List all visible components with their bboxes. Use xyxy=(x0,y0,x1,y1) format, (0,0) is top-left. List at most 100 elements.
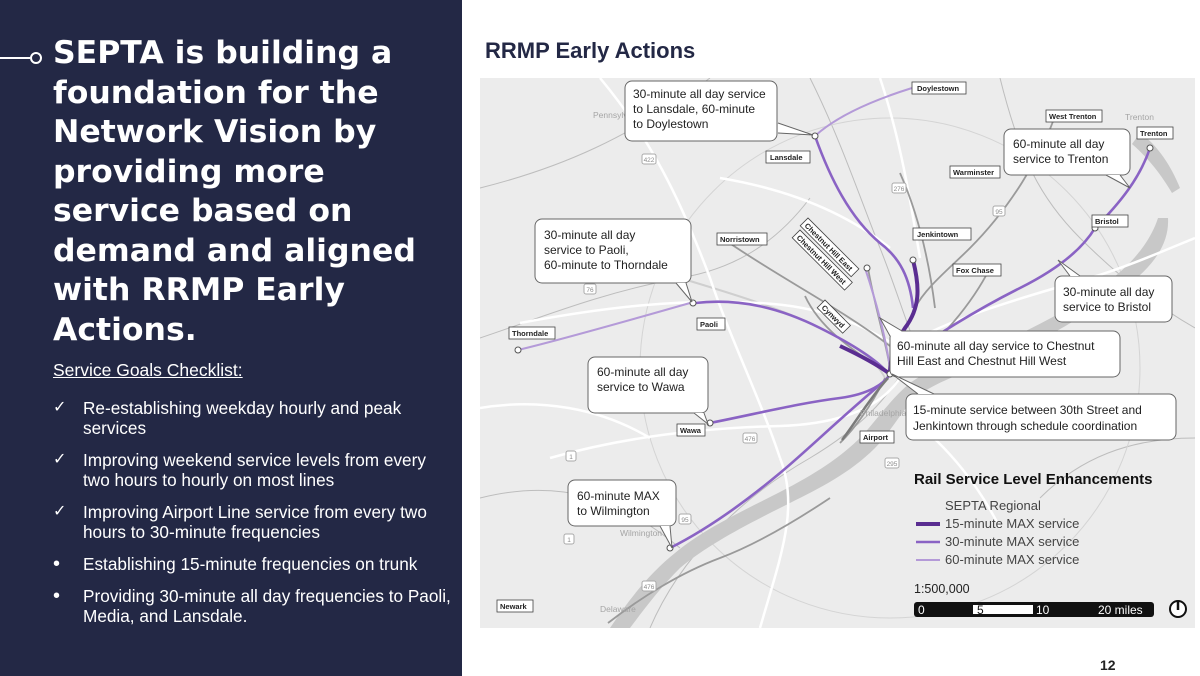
station-label-fox-chase: Fox Chase xyxy=(952,263,1002,277)
svg-text:476: 476 xyxy=(644,584,655,591)
svg-text:to Doylestown: to Doylestown xyxy=(633,117,708,131)
goals-list: ✓ Re-establishing weekday hourly and peak… xyxy=(53,398,453,638)
delaware-river xyxy=(610,133,1180,628)
place-label: Wilmington xyxy=(620,528,662,538)
station-label-warminster: Warminster xyxy=(949,165,1001,179)
accent-line xyxy=(0,57,30,59)
scale-tick: 10 xyxy=(1036,603,1050,617)
place-label: Pennsylvania xyxy=(593,110,644,120)
checkmark-icon: ✓ xyxy=(53,399,67,416)
scale-ratio: 1:500,000 xyxy=(914,582,970,596)
legend-item-60min: 60-minute MAX service xyxy=(945,552,1079,567)
svg-text:30-minute all day: 30-minute all day xyxy=(1063,285,1154,299)
place-label: Philadelphia xyxy=(860,408,907,418)
accent-dot xyxy=(30,52,42,64)
svg-text:Norristown: Norristown xyxy=(720,235,760,244)
callout-bristol: 30-minute all day service to Bristol xyxy=(1054,259,1173,323)
callout-lansdale: 30-minute all day service to Lansdale, 6… xyxy=(624,80,814,142)
callout-trunk: 15-minute service between 30th Street an… xyxy=(891,373,1177,441)
scale-tick: 0 xyxy=(918,603,925,617)
callout-paoli: 30-minute all day service to Paoli, 60-m… xyxy=(534,218,693,303)
page-number: 12 xyxy=(1100,657,1116,673)
svg-text:Fox Chase: Fox Chase xyxy=(956,266,994,275)
60-minute-routes xyxy=(517,87,913,369)
svg-text:to Wilmington: to Wilmington xyxy=(577,504,650,518)
goal-item: • Establishing 15-minute frequencies on t… xyxy=(53,554,453,574)
svg-text:295: 295 xyxy=(887,461,898,468)
slide-title: RRMP Early Actions xyxy=(485,38,696,63)
svg-text:Airport: Airport xyxy=(863,433,889,442)
goal-text: Providing 30-minute all day frequencies … xyxy=(83,586,451,626)
goal-item: ✓ Improving Airport Line service from eve… xyxy=(53,502,453,542)
airport-branch xyxy=(841,377,889,441)
station-label-wawa: Wawa xyxy=(676,423,706,437)
route-shield: 476 xyxy=(742,432,758,444)
station-label-doylestown: Doylestown xyxy=(911,81,967,95)
background-labels: Pennsylvania Trenton Philadelphia Wilmin… xyxy=(593,110,1154,614)
svg-text:service to Wawa: service to Wawa xyxy=(597,380,685,394)
goal-text: Establishing 15-minute frequencies on tr… xyxy=(83,554,418,574)
checkmark-icon: ✓ xyxy=(53,451,67,468)
svg-text:Jenkintown through schedule co: Jenkintown through schedule coordination xyxy=(913,419,1137,433)
station-label-thorndale: Thorndale xyxy=(508,326,556,340)
place-label: Trenton xyxy=(1125,112,1154,122)
bullet-icon: • xyxy=(53,553,61,575)
svg-text:Doylestown: Doylestown xyxy=(917,84,960,93)
callout-wilmington: 60-minute MAX to Wilmington xyxy=(567,479,677,549)
route-shield: 1 xyxy=(565,450,577,462)
goal-text: Improving Airport Line service from ever… xyxy=(83,502,427,542)
station-label-airport: Airport xyxy=(859,430,895,444)
legend-subtitle: SEPTA Regional xyxy=(945,498,1041,513)
svg-text:service to Paoli,: service to Paoli, xyxy=(544,243,629,257)
svg-text:15-minute service between 30th: 15-minute service between 30th Street an… xyxy=(913,403,1142,417)
svg-text:60-minute all day: 60-minute all day xyxy=(1013,137,1104,151)
callout-trenton: 60-minute all day service to Trenton xyxy=(1003,128,1131,189)
bullet-icon: • xyxy=(53,585,61,607)
left-panel: SEPTA is building a foundation for the N… xyxy=(0,0,462,676)
callouts: 30-minute all day service to Lansdale, 6… xyxy=(534,80,1177,549)
svg-text:1: 1 xyxy=(569,454,573,461)
svg-text:76: 76 xyxy=(586,287,594,294)
route-shield: 76 xyxy=(583,283,597,295)
rail-map: Pennsylvania Trenton Philadelphia Wilmin… xyxy=(480,78,1195,628)
route-shield: 476 xyxy=(641,580,657,592)
svg-text:276: 276 xyxy=(894,186,905,193)
headline: SEPTA is building a foundation for the N… xyxy=(53,35,416,348)
checklist-title: Service Goals Checklist: xyxy=(53,360,243,380)
svg-text:to Lansdale, 60-minute: to Lansdale, 60-minute xyxy=(633,102,755,116)
svg-text:30-minute all day service: 30-minute all day service xyxy=(633,87,766,101)
svg-text:95: 95 xyxy=(681,517,689,524)
goal-text: Improving weekend service levels from ev… xyxy=(83,450,426,490)
svg-text:Jenkintown: Jenkintown xyxy=(917,230,959,239)
goal-item: • Providing 30-minute all day frequencies… xyxy=(53,586,453,626)
scale-tick: 5 xyxy=(977,603,984,617)
station-label-jenkintown: Jenkintown xyxy=(912,227,972,241)
place-label: Delaware xyxy=(600,604,636,614)
route-shield: 295 xyxy=(884,457,900,469)
goal-text: Re-establishing weekday hourly and peak … xyxy=(83,398,402,438)
svg-text:60-minute to Thorndale: 60-minute to Thorndale xyxy=(544,258,668,272)
svg-text:Paoli: Paoli xyxy=(700,320,718,329)
svg-text:Trenton: Trenton xyxy=(1140,129,1168,138)
svg-text:Wawa: Wawa xyxy=(680,426,702,435)
svg-text:Bristol: Bristol xyxy=(1095,217,1119,226)
svg-text:60-minute all day service to C: 60-minute all day service to Chestnut xyxy=(897,339,1095,353)
route-shield: 276 xyxy=(891,182,907,194)
station-label-lansdale: Lansdale xyxy=(765,150,811,164)
map-legend: Rail Service Level Enhancements SEPTA Re… xyxy=(914,471,1152,567)
callout-wawa: 60-minute all day service to Wawa xyxy=(587,356,710,426)
svg-text:Newark: Newark xyxy=(500,602,528,611)
station-label-west-trenton: West Trenton xyxy=(1045,109,1103,123)
svg-text:30-minute all day: 30-minute all day xyxy=(544,228,635,242)
svg-text:60-minute all day: 60-minute all day xyxy=(597,365,688,379)
station-label-trenton: Trenton xyxy=(1136,126,1174,140)
svg-text:95: 95 xyxy=(995,209,1003,216)
svg-text:1: 1 xyxy=(567,537,571,544)
svg-text:Hill East and Chestnut Hill We: Hill East and Chestnut Hill West xyxy=(897,354,1067,368)
svg-text:422: 422 xyxy=(644,157,655,164)
station-label-newark: Newark xyxy=(496,599,534,613)
legend-item-30min: 30-minute MAX service xyxy=(945,534,1079,549)
checkmark-icon: ✓ xyxy=(53,503,67,520)
svg-text:service to Bristol: service to Bristol xyxy=(1063,300,1151,314)
goal-item: ✓ Re-establishing weekday hourly and peak… xyxy=(53,398,453,438)
